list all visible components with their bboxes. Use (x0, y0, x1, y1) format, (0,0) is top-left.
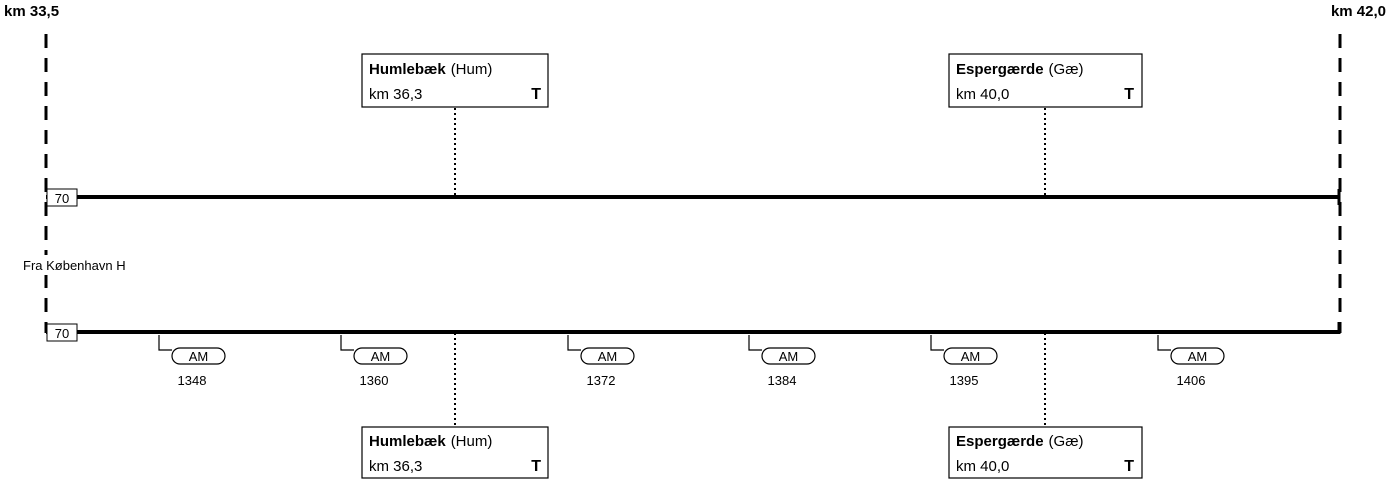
station-name: Espergærde (956, 61, 1044, 78)
signal-code: AM (779, 349, 799, 364)
signal-code: AM (189, 349, 209, 364)
station-km: km 36,3 (369, 458, 422, 475)
signal-head (1170, 347, 1225, 365)
station-name: Humlebæk (369, 433, 446, 450)
station-code: (Hum) (451, 433, 493, 450)
speed-box (46, 323, 78, 342)
signal-head (353, 347, 408, 365)
signal: AM 1406 (1157, 335, 1225, 388)
signal-post (1157, 335, 1171, 351)
signal: AM 1360 (340, 335, 408, 388)
track-upper: 70 (46, 188, 1341, 207)
signal-number: 1372 (587, 373, 616, 388)
km-end-label: km 42,0 (1331, 3, 1386, 20)
station-code: (Hum) (451, 61, 493, 78)
station-flag: T (1124, 458, 1134, 475)
signal-number: 1348 (178, 373, 207, 388)
signal-head (943, 347, 998, 365)
svg-text:Espergærde(Gæ): Espergærde (Gæ) (956, 433, 1084, 450)
speed-box (46, 188, 78, 207)
station-flag: T (531, 458, 541, 475)
signal-number: 1406 (1177, 373, 1206, 388)
signal: AM 1384 (748, 335, 816, 388)
signal-number: 1395 (950, 373, 979, 388)
station-km: km 36,3 (369, 86, 422, 103)
station-flag: T (1124, 86, 1134, 103)
from-label: Fra København H (23, 258, 126, 273)
svg-text:Humlebæk(Hum): Humlebæk (Hum) (369, 61, 492, 78)
station-name: Humlebæk (369, 61, 446, 78)
signal-head (171, 347, 226, 365)
signal-head (761, 347, 816, 365)
signal: AM 1348 (158, 335, 226, 388)
svg-text:Espergærde(Gæ): Espergærde (Gæ) (956, 61, 1084, 78)
signal-code: AM (598, 349, 618, 364)
speed-limit: 70 (55, 326, 69, 341)
station-box-espergaerde-lower: Espergærde (Gæ) km 40,0 T (948, 426, 1143, 479)
station-name: Espergærde (956, 433, 1044, 450)
signal: AM 1395 (930, 335, 998, 388)
signal-code: AM (1188, 349, 1208, 364)
speed-limit: 70 (55, 191, 69, 206)
signal-post (748, 335, 762, 351)
signal-post (158, 335, 172, 351)
signal-number: 1384 (768, 373, 797, 388)
svg-text:Humlebæk(Hum): Humlebæk (Hum) (369, 433, 492, 450)
station-flag: T (531, 86, 541, 103)
km-start-label: km 33,5 (4, 3, 59, 20)
station-box-espergaerde-upper: Espergærde (Gæ) km 40,0 T (948, 53, 1143, 108)
signal-number: 1360 (360, 373, 389, 388)
track-lower: 70 (46, 322, 1341, 342)
signal-code: AM (371, 349, 391, 364)
station-box-humlebaek-upper: Humlebæk (Hum) km 36,3 T (361, 53, 549, 108)
station-code: (Gæ) (1049, 433, 1084, 450)
signal: AM 1372 (567, 335, 635, 388)
station-box-humlebaek-lower: Humlebæk (Hum) km 36,3 T (361, 426, 549, 479)
station-code: (Gæ) (1049, 61, 1084, 78)
signal-head (580, 347, 635, 365)
signal-post (567, 335, 581, 351)
station-km: km 40,0 (956, 458, 1009, 475)
station-km: km 40,0 (956, 86, 1009, 103)
signal-post (340, 335, 354, 351)
signal-post (930, 335, 944, 351)
signal-code: AM (961, 349, 981, 364)
